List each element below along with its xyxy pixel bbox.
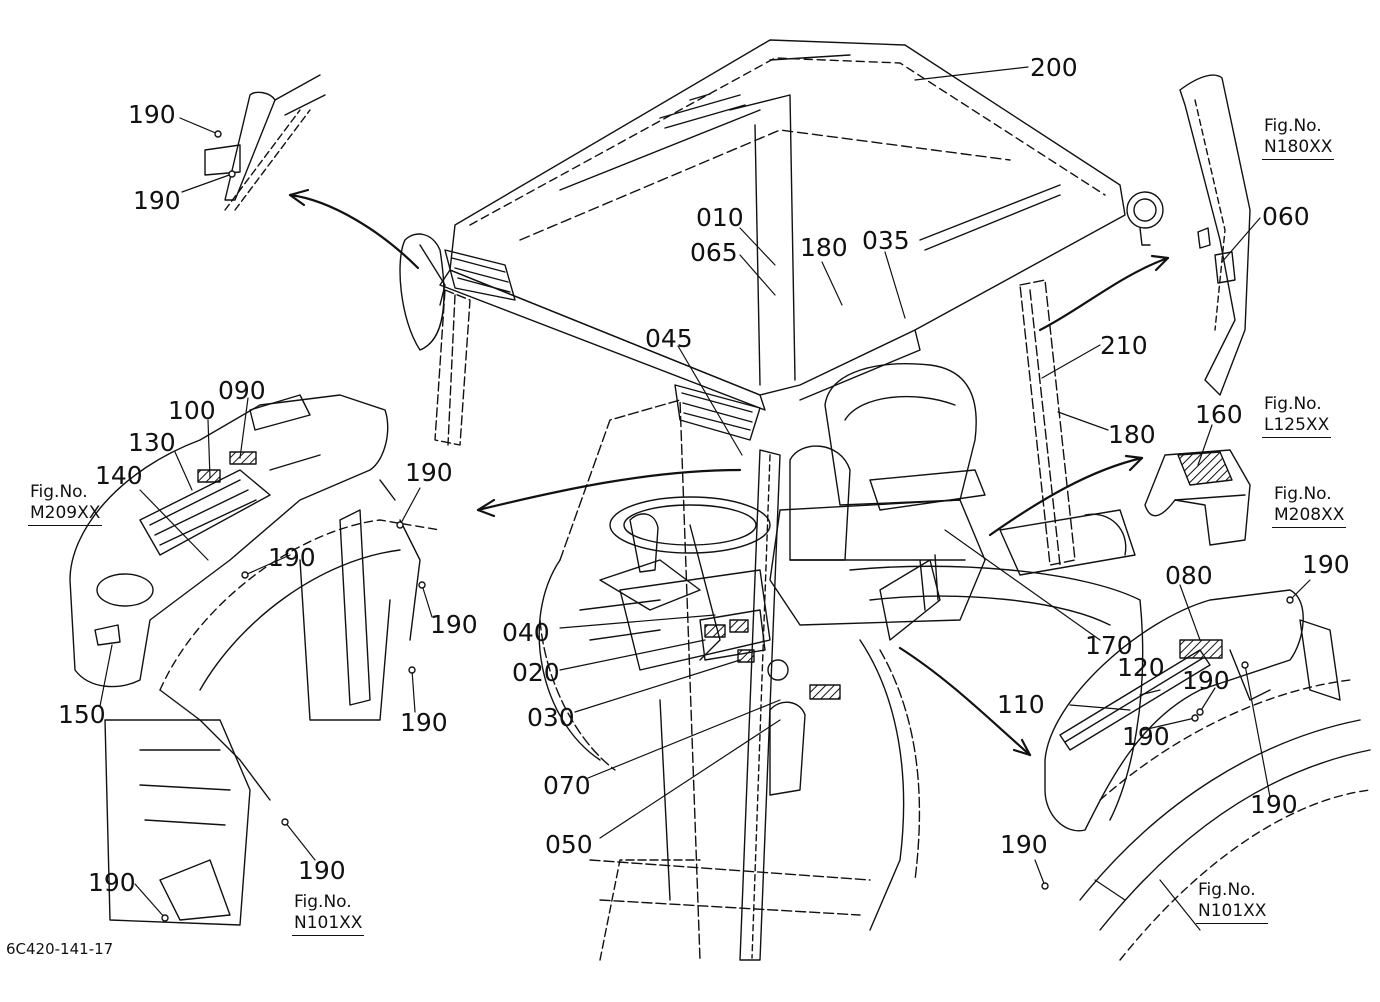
pillar-detail-left [224,91,276,201]
fig-ref-title: Fig.No. [30,482,88,502]
roof-inner-edge [469,57,1106,226]
pillar-rear [1019,279,1076,566]
label-100: 100 [168,396,216,425]
door-frame [559,399,701,961]
label-190-j: 190 [1182,666,1230,695]
label-060: 060 [1262,202,1310,231]
label-130: 130 [128,428,176,457]
fig-ref-number: M209XX [28,503,103,526]
label-200: 200 [1030,53,1078,82]
label-180-roof: 180 [800,233,848,262]
pillar-left-front [434,289,471,446]
label-190-i: 190 [1302,550,1350,579]
tray-right [1144,449,1251,546]
fender-left-main [538,559,601,761]
label-190-c: 190 [405,458,453,487]
fig-ref-title: Fig.No. [1274,484,1332,504]
fig-ref-number: N180XX [1262,137,1335,160]
seat-cushion [769,499,986,626]
arrow-to-mirror [288,193,420,270]
dash-panel [619,569,771,671]
seat-back [824,363,977,506]
fig-ref-number: N101XX [292,913,365,936]
label-190-a: 190 [128,100,176,129]
label-045: 045 [645,324,693,353]
pillar-right-detail [1179,74,1251,396]
label-010: 010 [696,203,744,232]
work-light-left [444,249,516,301]
work-light-center [674,384,761,441]
arrow-to-pillar [1038,256,1170,332]
fig-ref-n101-right: Fig.No. N101XX [1196,880,1269,924]
label-190-f: 190 [400,708,448,737]
steering-wheel [609,496,771,554]
label-070: 070 [543,771,591,800]
label-035: 035 [862,226,910,255]
fender-right-detail [1044,589,1304,832]
pillar-front [739,449,781,961]
label-020: 020 [512,658,560,687]
fig-ref-title: Fig.No. [1264,116,1322,136]
label-110: 110 [997,690,1045,719]
label-140: 140 [95,461,143,490]
arrow-to-right-fender [898,646,1032,757]
roof-outline [449,39,1126,396]
label-190-b: 190 [133,186,181,215]
fig-ref-l125: Fig.No. L125XX [1262,394,1332,438]
beacon [1126,191,1164,229]
label-210: 210 [1100,331,1148,360]
roof-vent-slots [659,93,746,129]
rear-screen [769,701,806,796]
label-120: 120 [1117,653,1165,682]
fender-right-main [849,565,1144,821]
label-080: 080 [1165,561,1213,590]
fig-ref-m209: Fig.No. M209XX [28,482,103,526]
label-190-g: 190 [298,856,346,885]
label-180-pillar: 180 [1108,420,1156,449]
label-040: 040 [502,618,550,647]
label-090: 090 [218,376,266,405]
label-190-m: 190 [1000,830,1048,859]
mirror-left [399,233,445,351]
arrow-to-left-fender [476,468,742,512]
label-030: 030 [527,703,575,732]
label-190-d: 190 [268,543,316,572]
fig-ref-number: N101XX [1196,901,1269,924]
joystick [629,513,659,573]
fig-ref-title: Fig.No. [1264,394,1322,414]
label-190-h: 190 [88,868,136,897]
fig-ref-number: L125XX [1262,415,1332,438]
label-050: 050 [545,830,593,859]
label-190-k: 190 [1122,722,1170,751]
fig-ref-n180: Fig.No. N180XX [1262,116,1335,160]
label-190-e: 190 [430,610,478,639]
fig-ref-n101-left: Fig.No. N101XX [292,892,365,936]
label-170: 170 [1085,631,1133,660]
label-160: 160 [1195,400,1243,429]
fig-ref-number: M208XX [1272,505,1347,528]
armrest [869,469,986,511]
label-065: 065 [690,238,738,267]
fig-ref-title: Fig.No. [1198,880,1256,900]
fender-left-detail [69,394,389,688]
fig-ref-title: Fig.No. [294,892,352,912]
roof-front-lip [439,269,766,411]
arrow-to-tray [988,456,1144,537]
label-190-l: 190 [1250,790,1298,819]
fig-ref-m208: Fig.No. M208XX [1272,484,1347,528]
document-number: 6C420-141-17 [6,940,114,958]
label-150: 150 [58,700,106,729]
